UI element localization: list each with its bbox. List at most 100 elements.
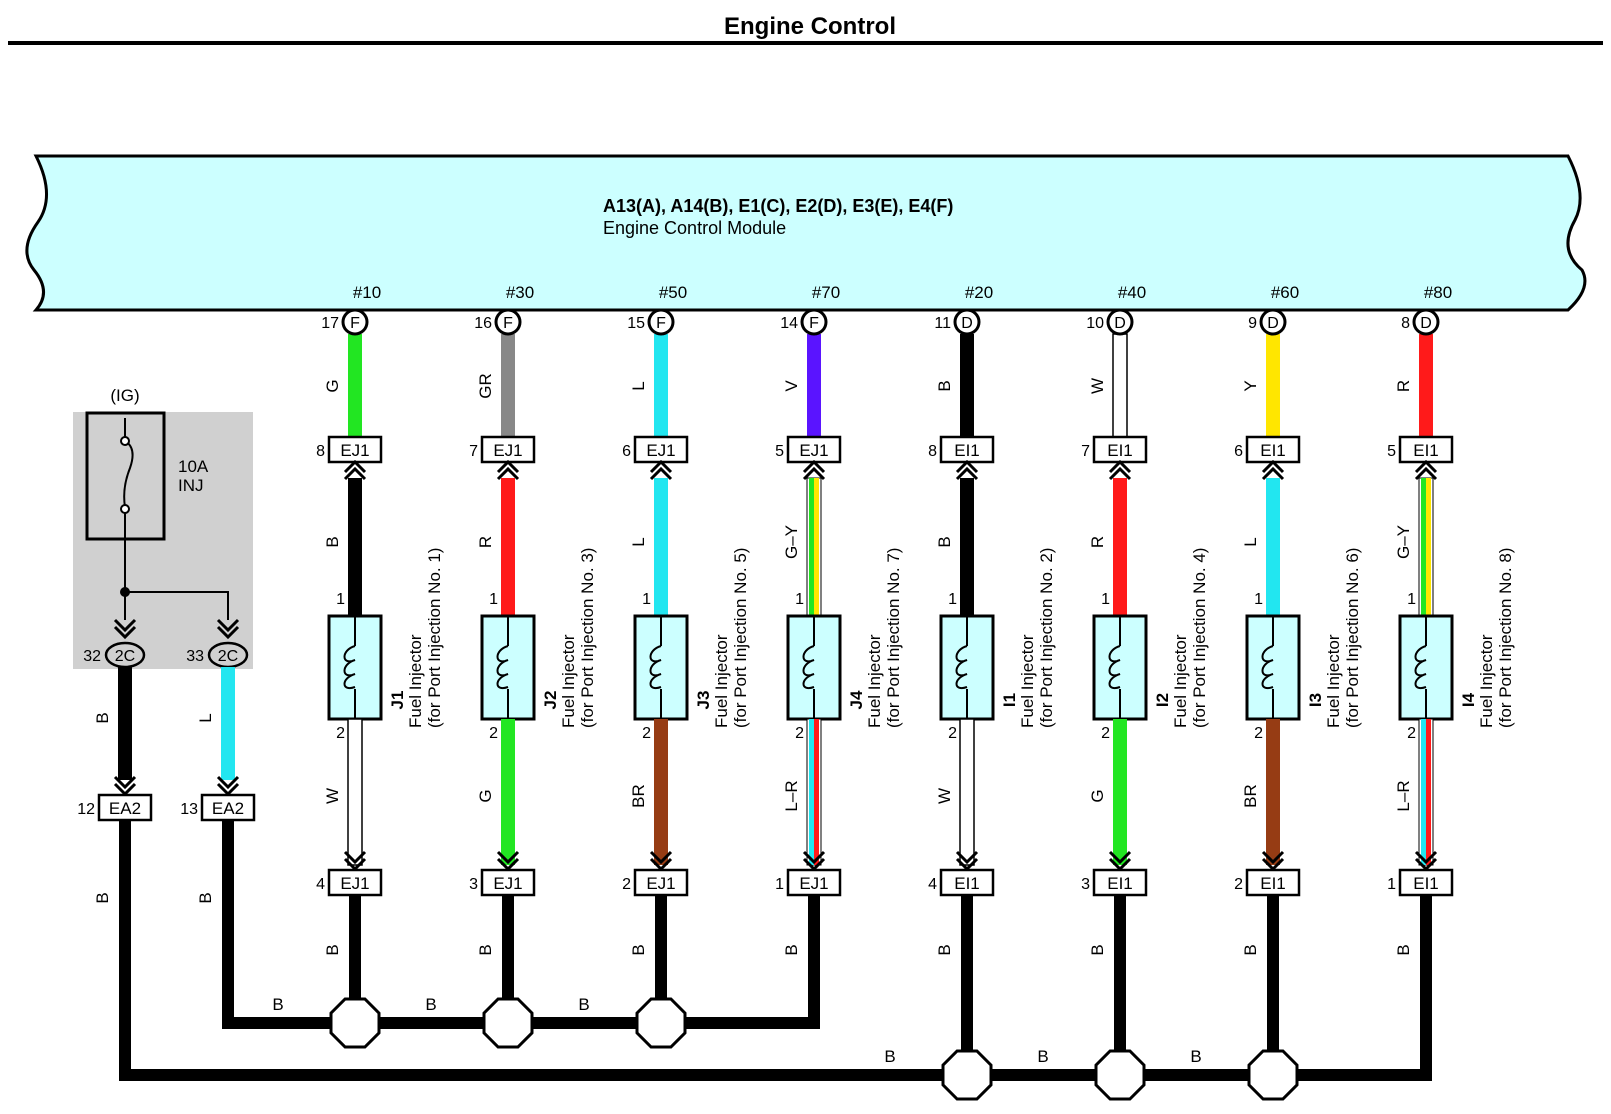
wire-color-label: B: [93, 892, 112, 903]
injector-name: Fuel Injector: [559, 634, 578, 728]
injector-name: Fuel Injector: [1171, 634, 1190, 728]
connector-arrow: [1108, 459, 1132, 481]
wire-segment: [347, 718, 363, 866]
injector-pin: 2: [336, 725, 345, 742]
connector-label: D: [1267, 315, 1279, 332]
connector-label: D: [961, 315, 973, 332]
injector-name: Fuel Injector: [406, 634, 425, 728]
wire-segment: [960, 334, 974, 437]
wire-color-label: B: [476, 944, 495, 955]
inline-connector-bottom: EI1 4: [928, 868, 995, 897]
connector-label: EI1: [954, 874, 980, 893]
connector-label: EJ1: [340, 874, 369, 893]
connector-pin: 14: [780, 315, 798, 332]
injector-name-detail: (for Port Injection No. 5): [731, 548, 750, 728]
wire-segment: [1113, 719, 1127, 865]
wire-color-label: B: [935, 944, 954, 955]
wire-segment: [1266, 334, 1280, 437]
inline-connector-bottom: EJ1 3: [469, 868, 536, 897]
injector-pin: 2: [795, 725, 804, 742]
wire-color-label: G: [476, 789, 495, 802]
wire-segment: [654, 334, 668, 437]
ecm-terminal-label: #10: [353, 283, 381, 302]
wire-segment: [959, 718, 975, 866]
wire-color-label: B: [1394, 944, 1413, 955]
wire-segment: [501, 719, 515, 865]
wire-color-label: R: [1394, 380, 1413, 392]
wire-segment: [501, 334, 515, 437]
connector-pin: 3: [1081, 876, 1090, 893]
connector-label: EI1: [954, 441, 980, 460]
wire-color-label: L: [196, 713, 215, 722]
wire-color-label: G: [323, 379, 342, 392]
splice-junction: [941, 1049, 993, 1101]
injector-code: I1: [1000, 693, 1019, 707]
ecm-terminal-label: #70: [812, 283, 840, 302]
connector-pin: 13: [180, 801, 198, 818]
wire-color-label: GR: [476, 373, 495, 399]
connector-pin: 1: [775, 876, 784, 893]
wire-color-label: V: [782, 380, 801, 392]
wire-color-label: B: [196, 892, 215, 903]
connector-label: EJ1: [646, 874, 675, 893]
injector-pin: 1: [336, 591, 345, 608]
connector-label: F: [503, 315, 513, 332]
inline-connector-top: EI1 8: [928, 435, 995, 464]
connector-label: EA2: [212, 799, 244, 818]
wire-color-label: L–R: [1394, 780, 1413, 811]
wire-color-label: B: [935, 536, 954, 547]
ecm-terminal-label: #40: [1118, 283, 1146, 302]
connector-pin: 7: [469, 443, 478, 460]
injector-code: I2: [1153, 693, 1172, 707]
ground-bus-wire: [119, 820, 1432, 1081]
wire-color-label: B: [782, 944, 801, 955]
wire-color-label: Y: [1241, 380, 1260, 391]
connector-ea2: EA2 13: [180, 793, 256, 822]
connector-pin: 3: [469, 876, 478, 893]
fuel-injector: [786, 614, 842, 721]
wire-segment: [807, 334, 821, 437]
connector-pin: 2: [1234, 876, 1243, 893]
wire-color-label: G–Y: [1394, 525, 1413, 559]
coil-icon: [1261, 645, 1274, 690]
connector-pin: 15: [627, 315, 645, 332]
connector-arrow: [955, 459, 979, 481]
injector-name: Fuel Injector: [1324, 634, 1343, 728]
injector-code: J4: [847, 690, 866, 709]
connector-label: EJ1: [493, 441, 522, 460]
bus-wire-label: B: [578, 995, 589, 1014]
ground-bus-wire: [222, 820, 820, 1029]
coil-icon: [649, 645, 662, 690]
fuel-injector: [327, 614, 383, 721]
wire-segment: [1112, 333, 1128, 438]
wire-color-label: L–R: [782, 780, 801, 811]
connector-pin: 9: [1248, 315, 1257, 332]
fuse-rating: 10A: [178, 457, 209, 476]
wire-color-label: BR: [629, 784, 648, 808]
connector-pin: 11: [934, 315, 951, 332]
coil-icon: [802, 645, 815, 690]
connector-label: D: [1420, 315, 1432, 332]
connector-pin: 8: [928, 443, 937, 460]
connector-pin: 4: [928, 876, 937, 893]
injector-code: I3: [1306, 693, 1325, 707]
connector-pin: 7: [1081, 443, 1090, 460]
connector-label: EA2: [109, 799, 141, 818]
fuse-name: INJ: [178, 476, 204, 495]
injector-code: I4: [1459, 692, 1478, 707]
connector-label: EJ1: [493, 874, 522, 893]
wire-color-label: L: [629, 381, 648, 390]
